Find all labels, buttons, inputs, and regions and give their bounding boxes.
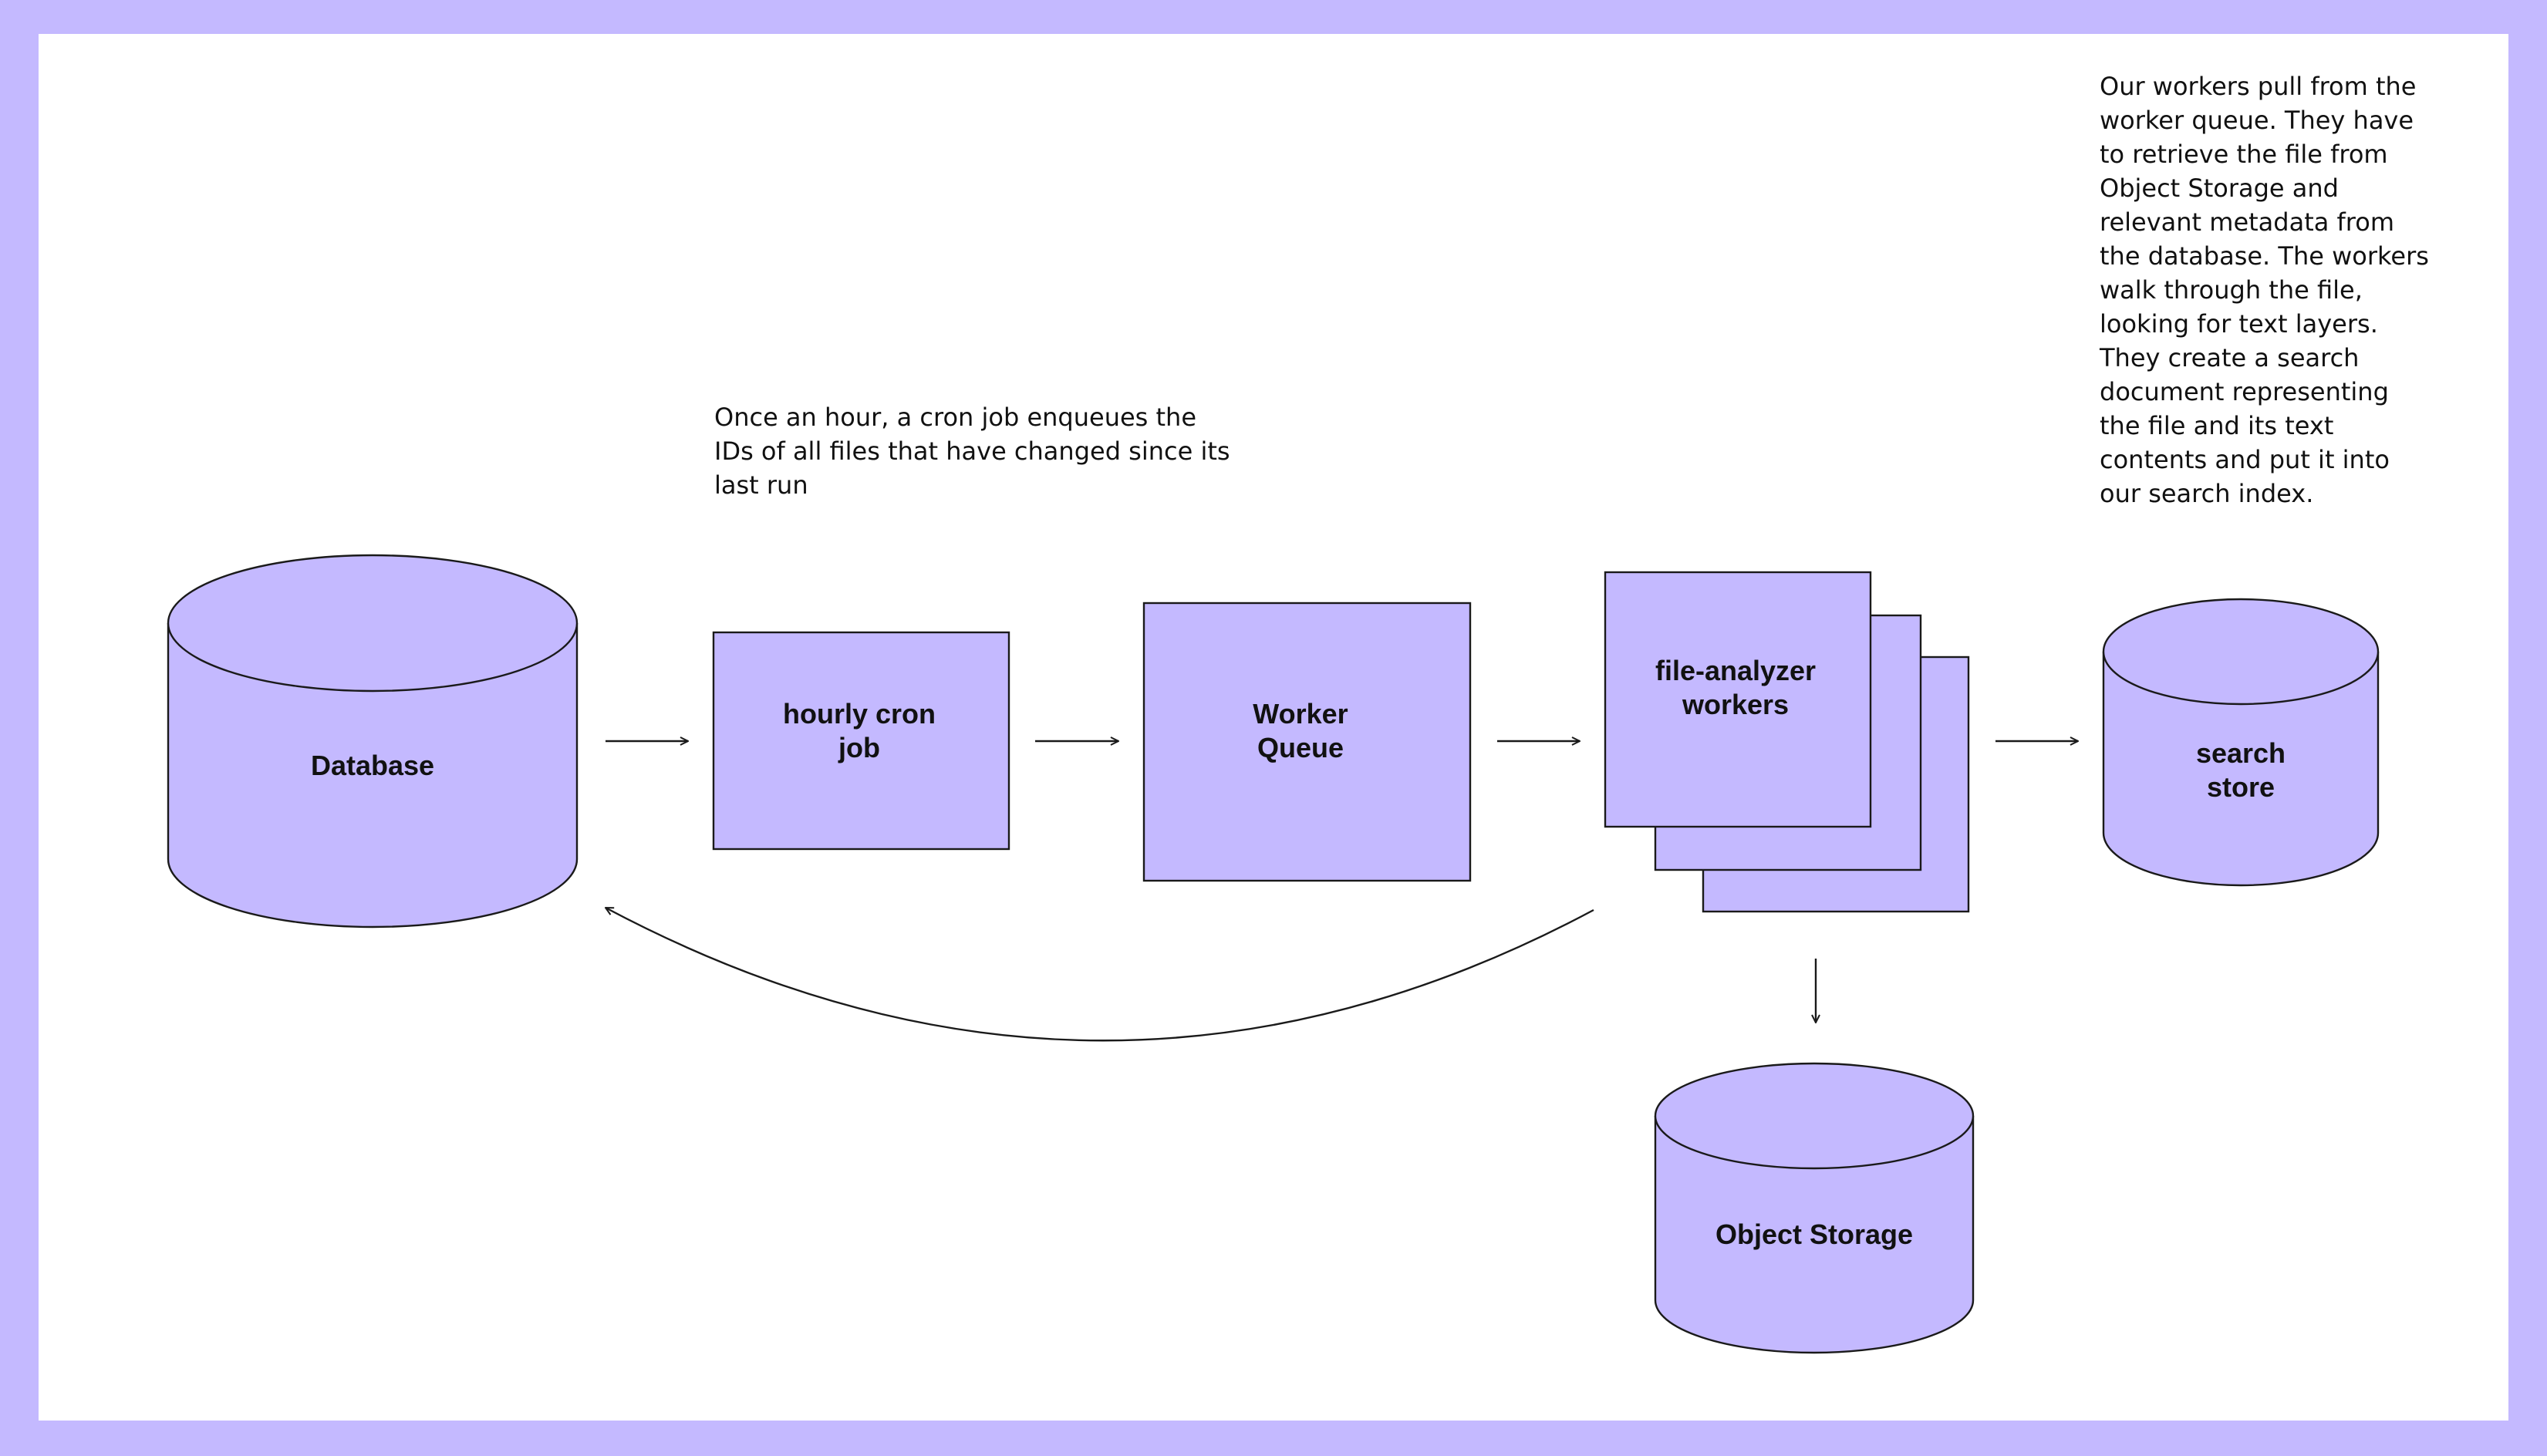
text-line: Object Storage	[1715, 1218, 1913, 1250]
text-line: IDs of all files that have changed since…	[714, 436, 1230, 466]
text-line: store	[2207, 771, 2275, 803]
text-line: our search index.	[2100, 479, 2313, 508]
object-storage-node: Object Storage	[1654, 1062, 1975, 1354]
text-line: workers	[1682, 689, 1789, 720]
text-line: search	[2196, 737, 2286, 769]
text-line: document representing	[2100, 377, 2389, 406]
text-line: last run	[714, 470, 808, 500]
text-line: looking for text layers.	[2100, 309, 2378, 339]
database-node: Database	[167, 554, 579, 929]
text-line: Our workers pull from the	[2100, 72, 2416, 101]
text-line: Once an hour, a cron job enqueues the	[714, 403, 1196, 432]
text-line: the file and its text	[2100, 411, 2333, 440]
text-line: Object Storage and	[2100, 174, 2339, 203]
text-line: job	[838, 732, 880, 763]
text-line: worker queue. They have	[2100, 106, 2414, 135]
text-line: to retrieve the file from	[2100, 140, 2388, 169]
database-label: Database	[311, 750, 434, 781]
text-line: contents and put it into	[2100, 445, 2390, 474]
text-line: Worker	[1253, 698, 1348, 730]
workers-card-front	[1604, 571, 1872, 828]
text-line: Database	[311, 750, 434, 781]
text-line: hourly cron	[783, 698, 936, 730]
workers-note: Our workers pull from the worker queue. T…	[2099, 72, 2429, 508]
text-line: the database. The workers	[2100, 241, 2429, 271]
text-line: They create a search	[2099, 343, 2359, 372]
text-line: Queue	[1257, 732, 1344, 763]
text-line: walk through the file,	[2100, 275, 2363, 305]
object-storage-label: Object Storage	[1715, 1218, 1913, 1250]
text-line: relevant metadata from	[2100, 207, 2394, 237]
text-line: file-analyzer	[1655, 655, 1816, 686]
edge-workers-to-database	[606, 906, 1594, 1042]
